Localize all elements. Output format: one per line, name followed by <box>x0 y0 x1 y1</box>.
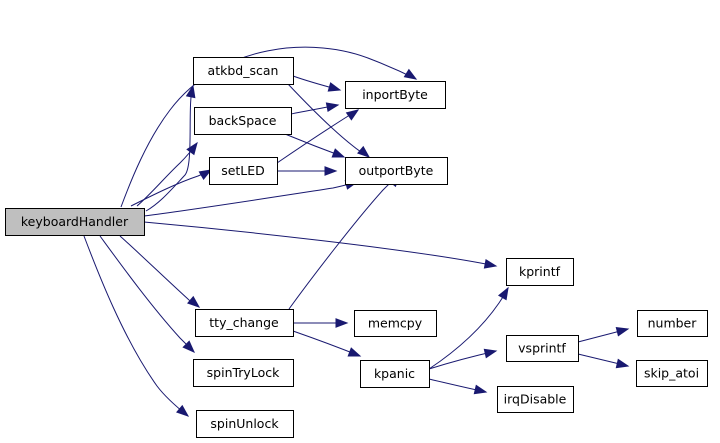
node-kpanic[interactable]: kpanic <box>360 360 430 388</box>
node-box-spinTryLock[interactable] <box>193 359 294 387</box>
arrowhead-keyboardHandler-to-setLED <box>198 169 213 181</box>
arrowhead-setLED-to-outportByte <box>324 166 338 176</box>
node-irqDisable[interactable]: irqDisable <box>497 386 574 413</box>
nodes-layer: keyboardHandler atkbd_scan backSpace setLED… <box>5 57 708 438</box>
node-number[interactable]: number <box>637 310 708 337</box>
node-box-spinUnlock[interactable] <box>196 410 294 438</box>
node-label-backSpace: backSpace <box>209 113 277 128</box>
node-box-kpanic[interactable] <box>360 360 430 388</box>
node-keyboardHandler[interactable]: keyboardHandler <box>5 208 145 236</box>
node-backSpace[interactable]: backSpace <box>194 107 292 135</box>
node-box-memcpy[interactable] <box>354 310 437 337</box>
node-box-tty_change[interactable] <box>195 309 294 337</box>
node-box-kprintf[interactable] <box>506 258 574 286</box>
node-label-tty_change: tty_change <box>209 315 279 330</box>
arrowhead-keyboardHandler-to-tty_change <box>187 295 201 308</box>
arrowhead-setLED-to-inportByte <box>345 109 360 121</box>
edge-keyboardHandler-to-outportByte <box>143 181 358 217</box>
node-skip_atoi[interactable]: skip_atoi <box>636 360 708 387</box>
arrowhead-vsprintf-to-number <box>615 327 630 337</box>
node-box-number[interactable] <box>637 310 708 337</box>
node-box-outportByte[interactable] <box>345 157 448 185</box>
arrowhead-tty_change-to-memcpy <box>335 318 349 328</box>
node-label-kprintf: kprintf <box>519 264 561 279</box>
node-box-inportByte[interactable] <box>345 81 446 109</box>
arrowhead-kpanic-to-vsprintf <box>483 348 498 359</box>
arrowhead-tty_change-to-kpanic <box>347 347 362 357</box>
node-label-vsprintf: vsprintf <box>518 341 566 356</box>
edge-kpanic-to-kprintf <box>428 287 509 370</box>
arrowhead-atkbd_scan-to-outportByte <box>357 145 371 158</box>
node-label-spinTryLock: spinTryLock <box>207 365 280 380</box>
node-box-keyboardHandler[interactable] <box>5 208 145 236</box>
node-label-irqDisable: irqDisable <box>504 392 567 407</box>
arrowhead-keyboardHandler-to-atkbd_scan <box>185 84 196 99</box>
edge-keyboardHandler-to-kprintf <box>143 221 497 267</box>
node-box-skip_atoi[interactable] <box>636 360 708 387</box>
node-box-vsprintf[interactable] <box>506 335 579 362</box>
arrowhead-keyboardHandler-to-backSpace <box>186 141 198 156</box>
node-spinTryLock[interactable]: spinTryLock <box>193 359 294 387</box>
node-atkbd_scan[interactable]: atkbd_scan <box>193 57 294 85</box>
edge-keyboardHandler-to-setLED <box>130 169 212 207</box>
node-tty_change[interactable]: tty_change <box>195 309 294 337</box>
arrowheads-layer <box>176 68 630 417</box>
arrowhead-kpanic-to-irqDisable <box>473 384 488 395</box>
node-label-atkbd_scan: atkbd_scan <box>208 63 279 78</box>
arrowhead-atkbd_scan-to-inportByte <box>327 82 342 92</box>
edge-keyboardHandler-to-inportByte <box>120 46 417 208</box>
edge-keyboardHandler-to-tty_change <box>119 235 200 308</box>
node-label-spinUnlock: spinUnlock <box>210 416 279 431</box>
edge-keyboardHandler-to-spinTryLock <box>99 235 195 353</box>
arrowhead-backSpace-to-outportByte <box>331 148 346 158</box>
node-box-irqDisable[interactable] <box>497 386 574 413</box>
node-box-backSpace[interactable] <box>194 107 292 135</box>
node-label-number: number <box>648 316 698 331</box>
node-label-inportByte: inportByte <box>362 87 428 102</box>
edge-keyboardHandler-to-atkbd_scan <box>145 85 194 212</box>
node-outportByte[interactable]: outportByte <box>345 157 448 185</box>
edge-keyboardHandler-to-spinUnlock <box>83 235 189 417</box>
arrowhead-keyboardHandler-to-inportByte <box>403 68 418 80</box>
node-label-kpanic: kpanic <box>374 366 415 381</box>
node-memcpy[interactable]: memcpy <box>354 310 437 337</box>
node-label-skip_atoi: skip_atoi <box>644 366 699 381</box>
arrowhead-keyboardHandler-to-kprintf <box>483 258 498 269</box>
arrowhead-backSpace-to-inportByte <box>325 102 340 113</box>
node-label-memcpy: memcpy <box>368 316 423 331</box>
node-box-atkbd_scan[interactable] <box>193 57 294 85</box>
edge-tty_change-to-outportByte <box>288 174 400 310</box>
node-label-outportByte: outportByte <box>359 163 434 178</box>
node-setLED[interactable]: setLED <box>209 157 278 185</box>
node-label-setLED: setLED <box>221 163 265 178</box>
arrowhead-kpanic-to-kprintf <box>497 286 509 301</box>
node-label-keyboardHandler: keyboardHandler <box>21 214 129 229</box>
arrowhead-keyboardHandler-to-spinTryLock <box>182 340 195 353</box>
arrowhead-vsprintf-to-skip_atoi <box>615 358 630 369</box>
node-inportByte[interactable]: inportByte <box>345 81 446 109</box>
edge-keyboardHandler-to-backSpace <box>136 142 198 207</box>
arrowhead-keyboardHandler-to-spinUnlock <box>176 404 190 417</box>
node-spinUnlock[interactable]: spinUnlock <box>196 410 294 438</box>
node-box-setLED[interactable] <box>209 157 278 185</box>
node-kprintf[interactable]: kprintf <box>506 258 574 286</box>
node-vsprintf[interactable]: vsprintf <box>506 335 579 362</box>
